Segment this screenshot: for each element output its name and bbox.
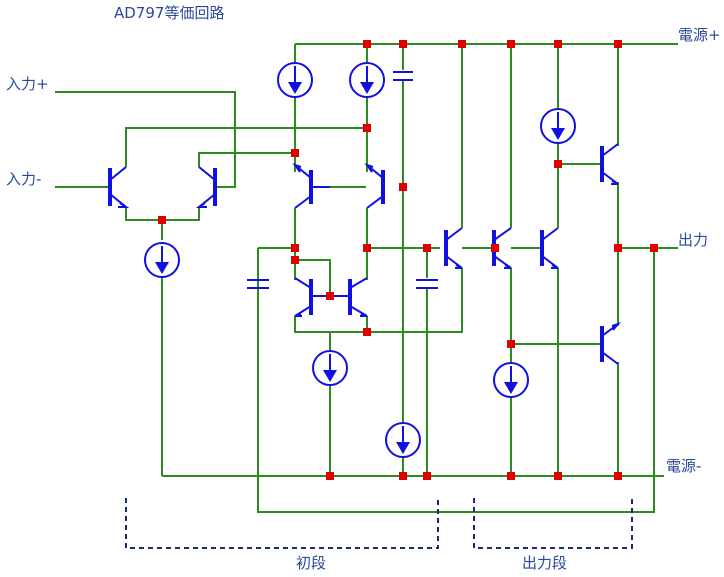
- transistor-q9: [540, 227, 559, 269]
- output-stage-label: 出力段: [522, 554, 567, 572]
- current-source-center: [385, 422, 421, 458]
- power-minus-label: 電源-: [666, 457, 701, 475]
- first-stage-label: 初段: [296, 554, 326, 572]
- current-source-q10: [540, 108, 576, 144]
- transistor-q2: [195, 166, 217, 208]
- current-source-top-a: [277, 62, 313, 98]
- transistor-q3: [292, 163, 330, 209]
- current-source-top-b: [349, 62, 385, 98]
- q7-emitter: [295, 268, 463, 333]
- junction-dots: [158, 40, 658, 480]
- capacitor-left: [247, 279, 269, 289]
- transistor-q4: [364, 163, 385, 209]
- first-stage-bracket: [125, 498, 439, 549]
- mirror-left-to-base: [295, 259, 331, 296]
- current-source-tail: [144, 242, 180, 278]
- input-plus-label: 入力+: [6, 75, 49, 93]
- pair-right-collector: [198, 152, 295, 167]
- mirror-bottom: [294, 316, 368, 333]
- transistor-q7: [444, 227, 463, 269]
- power-plus-label: 電源+: [678, 26, 721, 44]
- transistor-q6: [330, 277, 368, 317]
- current-source-mirror: [312, 350, 348, 386]
- q5-to-mirror-left: [258, 208, 296, 249]
- input-minus-label: 入力-: [6, 170, 41, 188]
- current-source-q8: [493, 362, 529, 398]
- wiring: [55, 43, 678, 513]
- pair-collector-link: [125, 127, 367, 167]
- transistor-q5: [294, 277, 330, 317]
- transistor-q11: [600, 321, 622, 365]
- capacitor-center: [393, 71, 413, 81]
- transistor-q1: [108, 166, 130, 208]
- diagram-title: AD797等価回路: [114, 4, 224, 22]
- output-stage-bracket: [473, 498, 633, 549]
- capacitor-right: [416, 279, 438, 289]
- output-label: 出力: [678, 231, 708, 249]
- transistor-q10: [600, 143, 619, 185]
- input-plus-wire: [55, 91, 236, 188]
